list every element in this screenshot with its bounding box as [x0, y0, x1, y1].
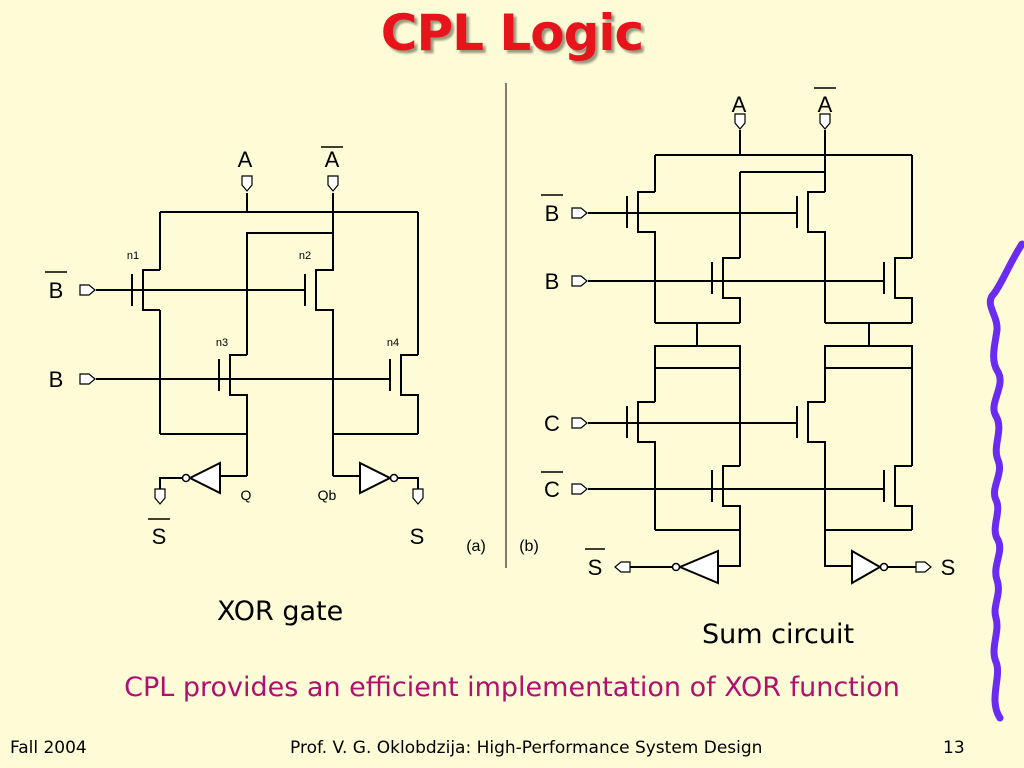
sum-tag-b: (b)	[519, 538, 539, 555]
xor-label-b-bar: B	[49, 278, 64, 303]
xor-tag-a: (a)	[466, 538, 486, 555]
sum-label-c-bar: C	[544, 477, 560, 502]
sum-label-a: A	[732, 92, 747, 117]
footer-date: Fall 2004	[10, 738, 87, 758]
xor-label-q: Q	[241, 487, 252, 503]
xor-label-n1: n1	[127, 250, 139, 262]
caption-sum-circuit: Sum circuit	[702, 619, 855, 650]
sum-label-b: B	[545, 269, 560, 294]
footer-author: Prof. V. G. Oklobdzija: High-Performance…	[290, 738, 763, 758]
xor-label-a-bar: A	[325, 147, 340, 172]
sum-label-s: S	[941, 555, 956, 580]
caption-xor-gate: XOR gate	[217, 596, 344, 627]
decorative-squiggle	[986, 240, 1024, 722]
xor-label-s-bar: S	[152, 524, 167, 549]
xor-label-s: S	[410, 524, 425, 549]
xor-gate-schematic	[96, 193, 419, 492]
sum-label-a-bar: A	[818, 92, 833, 117]
sum-label-s-bar: S	[588, 555, 603, 580]
xor-gate-devices	[45, 146, 424, 520]
xor-label-n2: n2	[299, 250, 311, 262]
xor-label-a: A	[238, 147, 253, 172]
xor-label-b: B	[49, 367, 64, 392]
sum-label-c: C	[544, 411, 560, 436]
xor-gate-labels: A A B B n1 n2 n3 n4 Q Qb S S (a)	[49, 147, 486, 555]
footer-page-number: 13	[943, 738, 965, 758]
sum-circuit-schematic	[588, 130, 916, 568]
sum-label-b-bar: B	[545, 201, 560, 226]
xor-label-n3: n3	[216, 337, 228, 349]
xor-label-n4: n4	[387, 337, 399, 349]
sum-circuit-devices	[541, 87, 932, 585]
xor-label-qb: Qb	[318, 487, 337, 503]
sum-circuit-labels: A A B B C C S S	[544, 92, 955, 580]
bullet-text: CPL provides an efficient implementation…	[124, 672, 900, 703]
slide-title: CPL Logic	[380, 4, 644, 62]
